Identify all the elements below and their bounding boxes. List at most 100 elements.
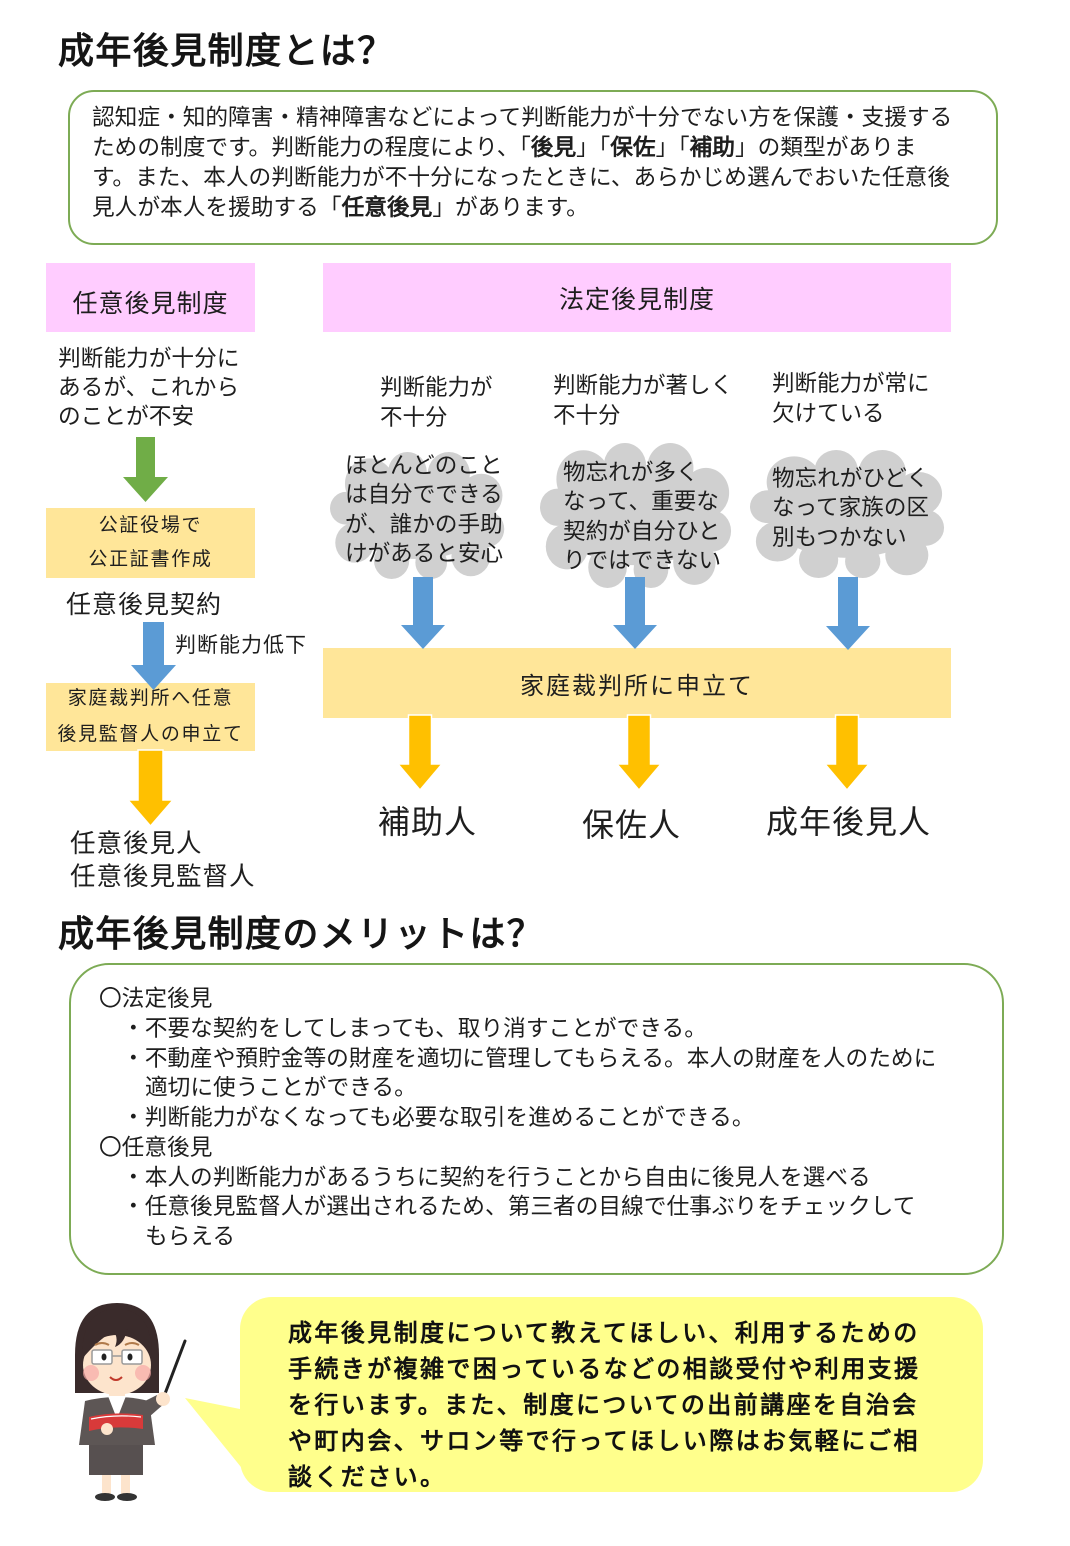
voluntary-contract-label: 任意後見契約	[66, 590, 223, 619]
voluntary-header-label: 任意後見制度	[72, 289, 229, 318]
consultation-line: 談ください。	[288, 1463, 447, 1491]
merits-item-text: 判断能力がなくなっても必要な取引を進めることができる。	[144, 1105, 755, 1131]
thought-cloud-shape	[330, 452, 505, 579]
intro-text-segment: 」「	[655, 135, 690, 161]
step-line: 公証役場で	[98, 514, 203, 536]
cloud-line: けがあると安心	[345, 540, 504, 567]
condition-line: 不十分	[380, 405, 448, 431]
cloud-line: ほとんどのこと	[345, 453, 503, 479]
cloud-text-1: ほとんどのこと は自分でできる が、誰かの手助 けがあると安心	[345, 452, 503, 569]
merits-item-text: 本人の判断能力があるうちに契約を行うことから自由に後見人を選べる	[144, 1164, 871, 1191]
court-petition-step-box: 家庭裁判所へ任意 後見監督人の申立て	[46, 683, 255, 751]
step-line: 公正証書作成	[88, 548, 213, 570]
condition-line: 不十分	[553, 403, 621, 429]
emphasized-term: 補助	[689, 135, 735, 161]
intro-text-segment: ための制度です。判断能力の程度により、「	[92, 135, 531, 161]
intro-text-segment: 認知症・知的障害・精神障害などによって判断能力が十分でない方を保護・支援する	[92, 105, 953, 131]
merits-item: ・本人の判断能力があるうちに契約を行うことから自由に後見人を選べる	[99, 1164, 936, 1194]
cloud-text-3: 物忘れがひどく なって家族の区 別もつかない	[772, 465, 929, 553]
merits-box	[69, 963, 1004, 1275]
cloud-line: 契約が自分ひと	[563, 518, 721, 545]
bullet: ・	[122, 1015, 145, 1042]
arrow-down-icon	[613, 577, 657, 649]
emphasized-term: 保佐	[610, 135, 656, 161]
intro-text-segment: 」「	[576, 135, 611, 161]
cloud-line: が、誰かの手助	[345, 511, 503, 538]
intro-line: ための制度です。判断能力の程度により、「後見」「保佐」「補助」の類型がありま	[92, 133, 952, 163]
statutory-header-label: 法定後見制度	[558, 284, 715, 314]
condition-line: 判断能力が常に	[772, 371, 930, 397]
consultation-speech-bubble	[240, 1297, 983, 1492]
cloud-line: なって家族の区	[772, 495, 930, 522]
merits-item: ・判断能力がなくなっても必要な取引を進めることができる。	[99, 1104, 936, 1134]
bullet: ・	[122, 1164, 145, 1191]
bullet: ・	[122, 1105, 145, 1131]
merits-item: ・不要な契約をしてしまっても、取り消すことができる。	[99, 1015, 936, 1045]
intro-line: す。また、本人の判断能力が不十分になったときに、あらかじめ選んでおいた任意後	[92, 163, 952, 193]
intro-text-segment: す。また、本人の判断能力が不十分になったときに、あらかじめ選んでおいた任意後	[92, 165, 951, 191]
consultation-text: 成年後見制度について教えてほしい、利用するための 手続きが複雑で困っているなどの…	[288, 1315, 920, 1495]
result-guardian: 成年後見人	[766, 803, 932, 841]
voluntary-condition: 判断能力が十分に あるが、これから のことが不安	[58, 345, 240, 432]
bullet: ・	[122, 1194, 145, 1221]
intro-text-segment: 見人が本人を援助する「	[92, 195, 342, 221]
intro-box	[68, 90, 998, 245]
condition-line: 判断能力が	[380, 375, 493, 401]
arrow-down-icon	[123, 437, 168, 502]
merits-item-text: 不要な契約をしてしまっても、取り消すことができる。	[144, 1015, 707, 1042]
merits-list: 〇法定後見 ・不要な契約をしてしまっても、取り消すことができる。 ・不動産や預貯…	[99, 985, 936, 1253]
thought-cloud-shape	[750, 450, 945, 578]
condition-line: 判断能力が十分に	[58, 346, 240, 372]
statutory-condition-1: 判断能力が 不十分	[380, 373, 493, 433]
consultation-line: や町内会、サロン等で行ってほしい際はお気軽にご相	[288, 1427, 920, 1455]
cloud-line: 別もつかない	[772, 524, 907, 551]
condition-line: 判断能力が著しく	[553, 373, 734, 399]
voluntary-header: 任意後見制度	[46, 263, 255, 332]
arrow-down-icon	[401, 577, 445, 649]
voluntary-result: 任意後見人 任意後見監督人	[70, 828, 256, 894]
teacher-illustration-icon	[75, 1303, 187, 1501]
merits-item: ・不動産や預貯金等の財産を適切に管理してもらえる。本人の財産を人のために	[99, 1045, 936, 1075]
arrow-down-icon	[826, 577, 870, 650]
merits-item-continuation: もらえる	[145, 1224, 236, 1250]
thought-cloud-shape	[540, 443, 732, 588]
cloud-line: なって、重要な	[563, 489, 719, 516]
merits-item-text: 任意後見監督人が選出されるため、第三者の目線で仕事ぶりをチェックして	[144, 1194, 916, 1221]
trigger-label: 判断能力低下	[175, 633, 307, 657]
emphasized-term: 後見	[530, 135, 577, 161]
statutory-condition-3: 判断能力が常に 欠けている	[772, 369, 930, 429]
notary-step-box: 公証役場で 公正証書作成	[46, 508, 255, 578]
cloud-line: は自分でできる	[345, 482, 503, 509]
result-assistant: 補助人	[378, 803, 478, 841]
step-line: 後見監督人の申立て	[57, 723, 244, 745]
merits-item-text: 不動産や預貯金等の財産を適切に管理してもらえる。本人の財産を人のために	[144, 1045, 937, 1072]
condition-line: のことが不安	[58, 404, 195, 430]
consultation-line: 成年後見制度について教えてほしい、利用するための	[288, 1319, 920, 1347]
speech-bubble-tail	[185, 1398, 245, 1472]
step-line: 家庭裁判所へ任意	[67, 687, 234, 709]
arrow-down-icon	[617, 714, 661, 790]
family-court-petition-band: 家庭裁判所に申立て	[323, 648, 951, 718]
result-line: 任意後見人	[70, 829, 203, 859]
arrow-down-icon	[825, 714, 869, 790]
cloud-line: 物忘れがひどく	[772, 466, 929, 492]
bullet: ・	[122, 1045, 145, 1072]
cloud-line: りではできない	[563, 547, 722, 574]
merits-group-heading: 〇法定後見	[99, 986, 213, 1012]
merits-item-continuation: 適切に使うことができる。	[145, 1075, 417, 1102]
result-curator: 保佐人	[582, 806, 682, 844]
statutory-condition-2: 判断能力が著しく 不十分	[553, 371, 733, 431]
merits-group-heading: 〇任意後見	[99, 1134, 213, 1161]
consultation-line: を行います。また、制度についての出前講座を自治会	[288, 1391, 919, 1419]
intro-line: 見人が本人を援助する「任意後見」があります。	[92, 193, 952, 223]
statutory-header: 法定後見制度	[323, 263, 951, 332]
intro-paragraph: 認知症・知的障害・精神障害などによって判断能力が十分でない方を保護・支援する た…	[92, 103, 952, 223]
merits-title: 成年後見制度のメリットは？	[58, 914, 545, 955]
arrow-down-icon	[131, 622, 176, 690]
result-line: 任意後見監督人	[70, 862, 256, 892]
intro-line: 認知症・知的障害・精神障害などによって判断能力が十分でない方を保護・支援する	[92, 103, 952, 133]
consultation-line: 手続きが複雑で困っているなどの相談受付や利用支援	[288, 1355, 921, 1383]
arrow-down-icon	[128, 749, 173, 826]
intro-text-segment: 」の類型がありま	[734, 135, 917, 161]
cloud-line: 物忘れが多く	[563, 460, 699, 486]
